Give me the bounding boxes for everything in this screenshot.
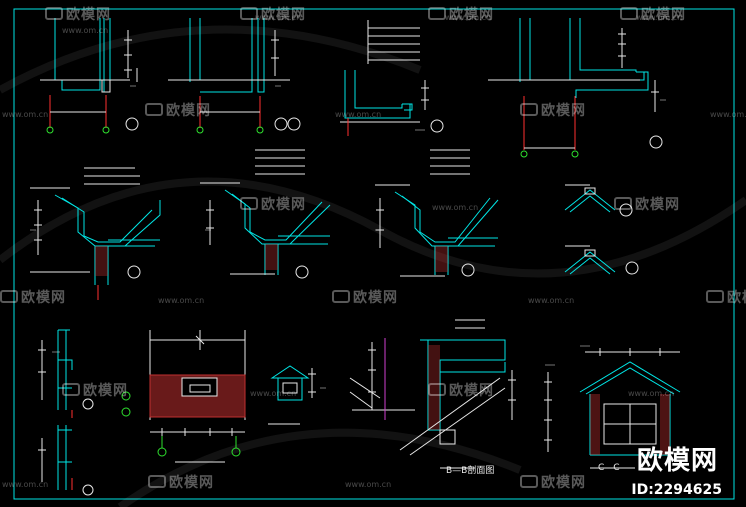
watermark-url: www.om.cn: [345, 480, 392, 489]
watermark-url: www.om.cn: [2, 480, 49, 489]
watermark-brand: 欧模网: [332, 287, 398, 307]
watermark-url: www.om.cn: [628, 389, 675, 398]
watermark-url: www.om.cn: [62, 26, 109, 35]
watermark-logo-icon: [332, 290, 350, 303]
watermark-brand: 欧模网: [428, 4, 494, 24]
detail-1: [40, 18, 139, 134]
watermark-url: www.om.cn: [636, 13, 683, 22]
watermark-logo-icon: [520, 475, 538, 488]
eave-detail-1: [30, 167, 161, 300]
dimension-text-marks: [30, 85, 666, 389]
section-cc-label: C—C: [598, 463, 620, 473]
watermark-logo-icon: [148, 475, 166, 488]
section-cc: [544, 348, 681, 469]
watermark-url: www.om.cn: [528, 296, 575, 305]
watermark-logo-icon: [45, 7, 63, 20]
watermark-url: www.om.cn: [432, 203, 479, 212]
watermark-brand: 欧模网: [428, 380, 494, 400]
watermark-brand: 欧模网: [0, 287, 66, 307]
section-bb: [399, 319, 516, 469]
watermark-logo-icon: [620, 7, 638, 20]
watermark-url: www.om.cn: [335, 110, 382, 119]
wall-section-left: [38, 329, 94, 496]
watermark-arcs: [0, 25, 746, 507]
small-pavilion-elevation: [268, 365, 316, 425]
watermark-logo-icon: [240, 7, 258, 20]
watermark-brand: 欧模网: [145, 100, 211, 120]
watermark-logo-icon: [614, 197, 632, 210]
watermark-logo-icon: [706, 290, 724, 303]
watermark-url: www.om.cn: [255, 13, 302, 22]
watermark-brand: 欧模网: [62, 380, 128, 400]
watermark-brand: 欧模网: [240, 194, 306, 214]
detail-3: [340, 20, 444, 136]
watermark-logo-icon: [0, 290, 18, 303]
eave-detail-3: [375, 149, 499, 277]
watermark-brand: 欧模网: [614, 194, 680, 214]
brand-id-text: ID:2294625: [631, 482, 722, 498]
drawing-frame: [13, 8, 735, 500]
detail-4: [488, 18, 663, 158]
ridge-details: [564, 184, 639, 275]
watermark-logo-icon: [428, 383, 446, 396]
watermark-brand: 欧模网: [240, 4, 306, 24]
watermark-logo-icon: [520, 103, 538, 116]
watermark-logo-icon: [240, 197, 258, 210]
watermark-url: www.om.cn: [158, 296, 205, 305]
eave-detail-2: [200, 149, 331, 279]
watermark-brand: 欧模网: [148, 472, 214, 492]
brand-stamp: 欧模网: [636, 446, 718, 476]
watermark-brand: 欧模网: [620, 4, 686, 24]
watermark-url: www.om.cn: [445, 13, 492, 22]
watermark-brand: 欧模网: [706, 287, 746, 307]
watermark-brand: 欧模网: [520, 100, 586, 120]
watermark-url: www.om.cn: [2, 110, 49, 119]
watermark-brand: 欧模网: [45, 4, 111, 24]
section-bb-label: B—B剖面图: [446, 466, 495, 476]
watermark-brand: 欧模网: [520, 472, 586, 492]
watermark-url: www.om.cn: [710, 110, 746, 119]
watermark-logo-icon: [62, 383, 80, 396]
watermark-logo-icon: [428, 7, 446, 20]
stair-section: [349, 338, 415, 420]
window-plan-detail: [121, 330, 246, 463]
detail-2: [168, 18, 301, 134]
watermark-url: www.om.cn: [250, 389, 297, 398]
watermark-logo-icon: [145, 103, 163, 116]
